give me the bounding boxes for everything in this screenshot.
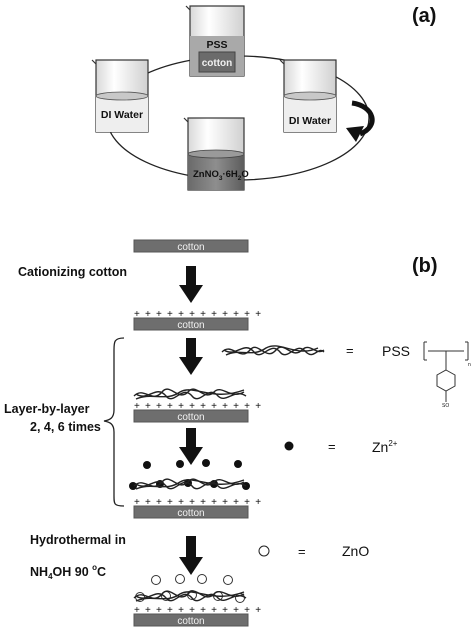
svg-text:+ + + + + + + + + + + +: + + + + + + + + + + + +: [134, 401, 262, 412]
process-arrow-2: [179, 338, 203, 375]
cotton-sample-in-pss: [198, 51, 236, 73]
svg-text:cotton: cotton: [177, 616, 204, 627]
pss-chain-legend: [221, 345, 325, 356]
cotton-strip-initial: cotton: [133, 239, 249, 253]
svg-text:+ + + + + + + + + + + +: + + + + + + + + + + + +: [134, 605, 262, 616]
hydrothermal-label: Hydrothermal in: [30, 533, 126, 547]
zno-legend-label: ZnO: [342, 543, 369, 559]
repetitions-label: 2, 4, 6 times: [30, 420, 101, 434]
cotton-strip-cationized: + + + + + + + + + + + + cotton: [133, 309, 262, 331]
pss-beaker-label: PSS: [206, 39, 227, 51]
svg-text:+ + + + + + + + + + + +: + + + + + + + + + + + +: [134, 309, 262, 320]
zno-legend-circle: [258, 545, 270, 557]
svg-text:+ + + + + + + + + + + +: + + + + + + + + + + + +: [134, 497, 262, 508]
hydrothermal-conditions-label: NH4OH 90 oC: [30, 563, 106, 581]
di-water-left-label: DI Water: [101, 109, 143, 121]
cotton-strip-zn-adsorbed: + + + + + + + + + + + + cotton: [129, 459, 262, 519]
zno-legend-equals: =: [298, 544, 306, 559]
svg-text:cotton: cotton: [177, 508, 204, 519]
beaker-zinc-nitrate: ZnNO3·6H2O: [183, 117, 249, 191]
zn-legend-label: Zn2+: [372, 439, 398, 455]
pss-legend-equals: =: [346, 343, 354, 358]
cotton-beaker-label: cotton: [202, 58, 233, 69]
pss-structure-sulfonate: SO: [442, 403, 449, 409]
pss-structure-n: n: [468, 362, 471, 368]
svg-text:cotton: cotton: [177, 320, 204, 331]
panel-a-label: (a): [412, 5, 436, 27]
svg-text:cotton: cotton: [177, 242, 204, 253]
rotation-arrow-icon: [346, 100, 375, 142]
zn-legend-equals: =: [328, 439, 336, 454]
panel-a: (a) PSS cotton DI Water DI Water: [91, 5, 436, 191]
layer-by-layer-label: Layer-by-layer: [4, 402, 90, 416]
process-arrow-4: [179, 536, 203, 575]
cotton-strip-pss-coated: + + + + + + + + + + + + cotton: [133, 388, 262, 423]
zn-ion-legend-dot: [284, 441, 294, 451]
svg-text:cotton: cotton: [177, 412, 204, 423]
panel-b: (b) cotton Cationizing cotton + + + + + …: [4, 239, 471, 627]
beaker-pss: PSS cotton: [185, 5, 245, 77]
beaker-di-water-right: DI Water: [279, 59, 337, 133]
panel-b-label: (b): [412, 255, 438, 277]
di-water-right-label: DI Water: [289, 115, 331, 127]
pss-legend-label: PSS: [382, 343, 410, 359]
layer-by-layer-brace: [103, 337, 125, 507]
process-arrow-3: [179, 428, 203, 465]
step-cationizing-label: Cationizing cotton: [18, 265, 127, 279]
pss-structure-icon: [423, 341, 469, 402]
process-arrow-1: [179, 266, 203, 303]
zinc-nitrate-label: ZnNO3·6H2O: [193, 169, 249, 182]
beaker-di-water-left: DI Water: [91, 59, 149, 133]
cotton-strip-zno-coated: + + + + + + + + + + + + cotton: [133, 574, 262, 627]
